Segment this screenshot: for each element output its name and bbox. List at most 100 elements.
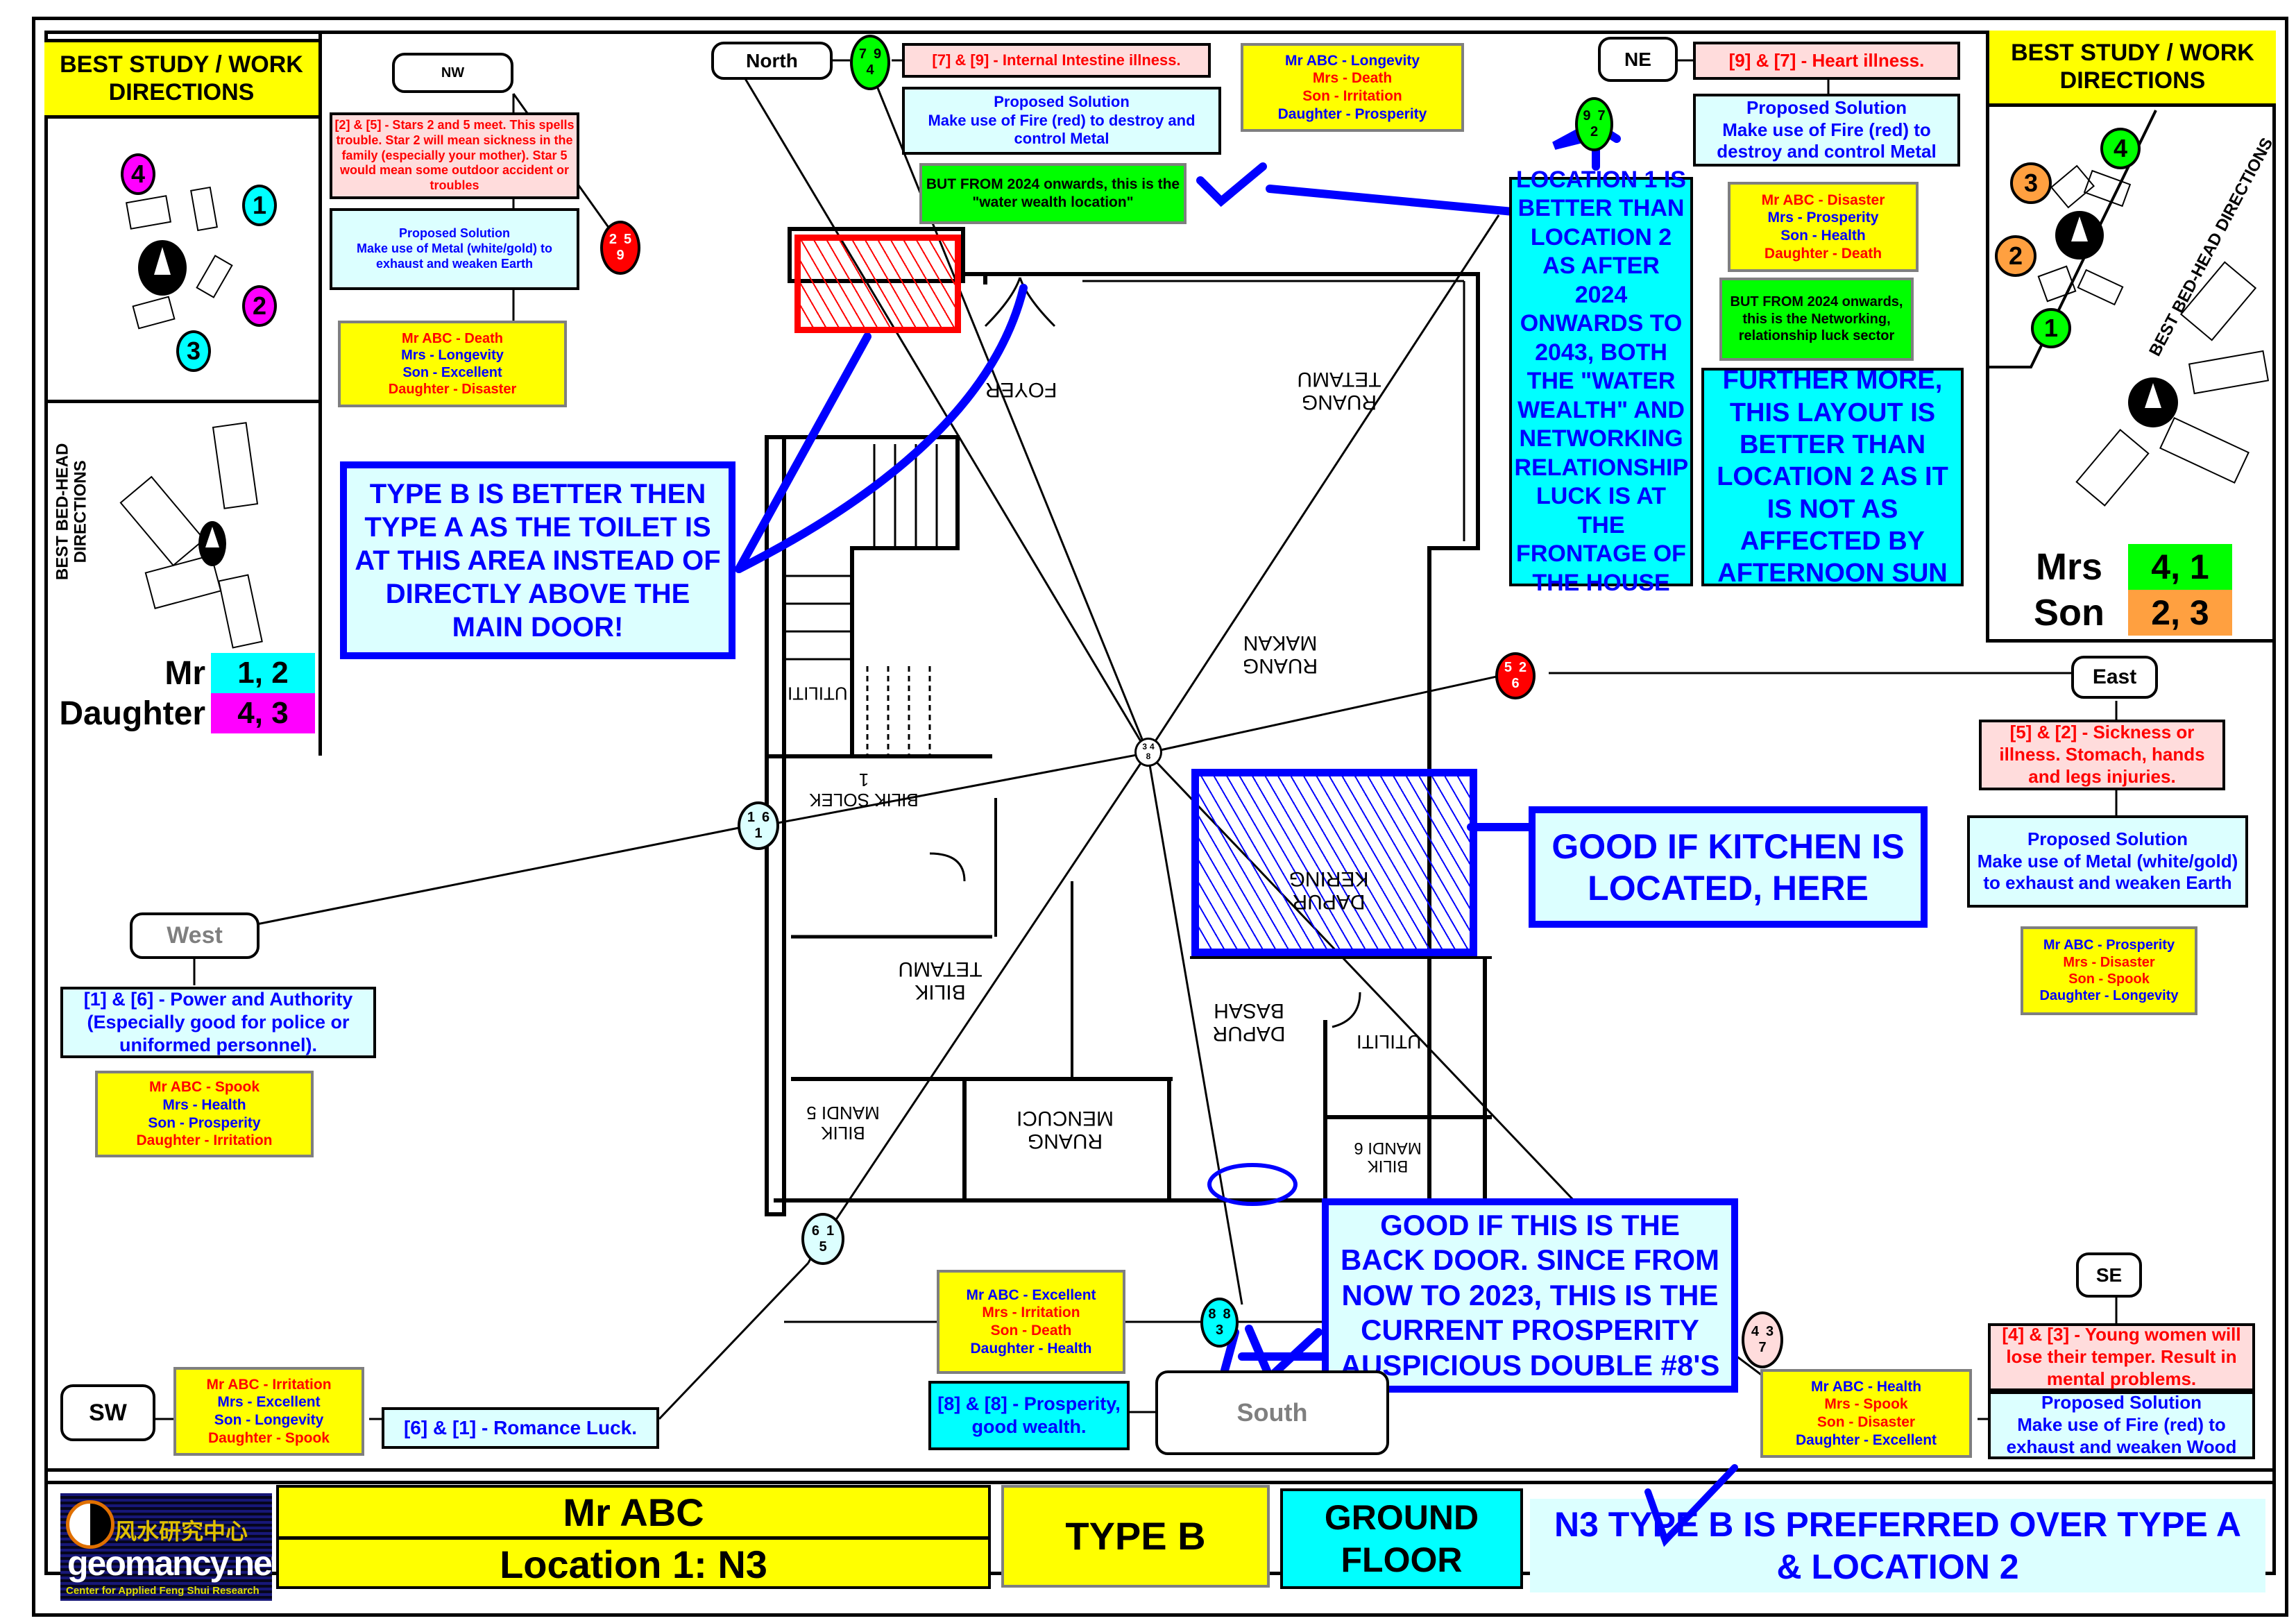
desk-icon: [132, 296, 176, 330]
compass-icon: [2128, 377, 2178, 427]
mountain-star: 1: [747, 810, 755, 825]
kitchen-callout: GOOD IF KITCHEN IS LOCATED, HERE: [1529, 806, 1928, 928]
room-bilik-mandi-6: BILIK MANDI 6: [1354, 1138, 1422, 1175]
study-number: 4: [121, 153, 155, 195]
client-name: Mr ABC: [279, 1488, 988, 1540]
base-star: 8: [1146, 751, 1151, 761]
study-number: 1: [242, 185, 277, 226]
left-bed-diagram: BEST BED-HEAD DIRECTIONS Mr 1, 2 Daughte…: [44, 403, 318, 736]
yin-yang-icon: [66, 1500, 114, 1549]
study-number: 2: [242, 285, 277, 327]
compass-icon: [198, 521, 226, 566]
ray-s: [1146, 752, 1243, 1305]
nw-solution: Proposed Solution Make use of Metal (whi…: [330, 208, 579, 290]
mountain-star: 2: [609, 232, 617, 247]
family-luck-item: Daughter - Disaster: [388, 381, 517, 397]
east-solution: Proposed Solution Make use of Metal (whi…: [1967, 815, 2248, 908]
north-family-luck: Mr ABC - Longevity Mrs - Death Son - Irr…: [1241, 43, 1464, 132]
family-luck-item: Son - Excellent: [402, 364, 502, 380]
toilet-highlight-area: [794, 235, 961, 333]
solution-title: Proposed Solution: [2027, 828, 2188, 849]
person-directions: 4, 3: [211, 693, 315, 733]
direction-nw: NW: [392, 53, 513, 93]
room-dapur-kering: DAPUR KERING: [1289, 867, 1369, 913]
family-luck-item: Daughter - Spook: [207, 1429, 330, 1446]
back-door-callout: GOOD IF THIS IS THE BACK DOOR. SINCE FRO…: [1322, 1198, 1738, 1393]
family-luck-item: Mrs - Irritation: [982, 1305, 1080, 1321]
solution-text: Make use of Fire (red) to destroy and co…: [1717, 119, 1937, 162]
sw-issue: [6] & [1] - Romance Luck.: [382, 1407, 659, 1449]
person-directions: 4, 1: [2128, 544, 2232, 590]
family-luck-item: Daughter - Prosperity: [1277, 105, 1427, 122]
solution-title: Proposed Solution: [1746, 96, 1907, 118]
room-utiliti-2: UTILITI: [1357, 1030, 1422, 1053]
floor-label: GROUND FLOOR: [1280, 1488, 1523, 1589]
water-star: 3: [1766, 1324, 1774, 1339]
desk-icon: [125, 195, 172, 230]
compass-icon: [2055, 211, 2104, 260]
solution-text: Make use of Metal (white/gold) to exhaus…: [356, 241, 552, 271]
base-star: 7: [1758, 1340, 1767, 1355]
south-issue: [8] & [8] - Prosperity, good wealth.: [928, 1381, 1130, 1450]
geomancy-logo: 风水研究中心 geomancy.net Center for Applied F…: [60, 1493, 272, 1601]
family-luck-item: Son - Longevity: [214, 1412, 324, 1428]
room-bilik-solek: BILIK SOLEK 1: [809, 770, 919, 811]
type-b-callout: TYPE B IS BETTER THEN TYPE A AS THE TOIL…: [340, 461, 735, 659]
left-panel: BEST STUDY / WORK DIRECTIONS 4 1 2 3 BES…: [44, 31, 322, 756]
ray-e: [1147, 672, 1513, 754]
solution-text: Make use of Fire (red) to destroy and co…: [928, 111, 1196, 148]
family-luck-item: Daughter - Longevity: [2039, 988, 2179, 1004]
person-directions: 1, 2: [211, 653, 315, 693]
pointer-door: [735, 284, 1028, 573]
family-luck-item: Son - Irritation: [1302, 88, 1402, 104]
ray-sw: [824, 752, 1149, 1236]
ne-issue: [9] & [7] - Heart illness.: [1693, 42, 1960, 80]
base-star: 4: [866, 62, 874, 78]
family-luck-item: Son - Spook: [2068, 971, 2150, 987]
base-star: 1: [754, 826, 763, 841]
client-location: Location 1: N3: [500, 1542, 767, 1586]
kitchen-highlight-area: [1191, 769, 1477, 956]
outer-frame: [32, 17, 2288, 1617]
study-number: 1: [2031, 308, 2071, 348]
base-star: 5: [819, 1239, 827, 1255]
family-luck-item: Son - Death: [990, 1323, 1072, 1339]
study-number: 3: [2010, 162, 2052, 204]
left-bed-title: BEST BED-HEAD DIRECTIONS: [53, 443, 90, 581]
water-star: 9: [874, 46, 882, 62]
family-luck-item: Mrs - Spook: [1824, 1396, 1908, 1413]
mountain-star: 6: [811, 1223, 819, 1239]
solution-title: Proposed Solution: [399, 226, 510, 241]
room-foyer: FOYER: [985, 378, 1057, 401]
left-person-table: Mr 1, 2 Daughter 4, 3: [44, 653, 315, 733]
water-star: 4: [1150, 742, 1155, 752]
room-bilik-mandi-5: BILIK MANDI 5: [806, 1103, 880, 1144]
bed-icon: [2159, 416, 2250, 484]
mountain-star: 8: [1208, 1307, 1216, 1322]
direction-west: West: [130, 912, 260, 959]
west-issue: [1] & [6] - Power and Authority (Especia…: [60, 987, 376, 1058]
family-luck-item: Mr ABC - Spook: [148, 1079, 260, 1096]
family-luck-item: Mr ABC - Disaster: [1761, 192, 1885, 208]
logo-name: geomancy.net: [67, 1544, 272, 1583]
pointer-toilet: [735, 332, 871, 573]
family-luck-item: Mr ABC - Irritation: [206, 1376, 332, 1393]
person-name: Son: [2034, 592, 2104, 634]
right-person-table: Mrs 4, 1 Son 2, 3: [2010, 544, 2246, 636]
person-name: Mr: [164, 654, 205, 692]
family-luck-item: Mrs - Health: [162, 1096, 246, 1113]
base-star: 6: [1511, 676, 1520, 691]
bed-icon: [218, 574, 263, 649]
person-name: Mrs: [2035, 546, 2103, 588]
ne-solution: Proposed Solution Make use of Fire (red)…: [1693, 94, 1960, 167]
study-bed-divider: [1989, 110, 2157, 368]
desk-icon: [190, 186, 218, 232]
north-issue: [7] & [9] - Internal Intestine illness.: [902, 43, 1211, 78]
family-luck-item: Mr ABC - Death: [402, 330, 503, 346]
family-luck-item: Mr ABC - Prosperity: [2043, 937, 2175, 953]
